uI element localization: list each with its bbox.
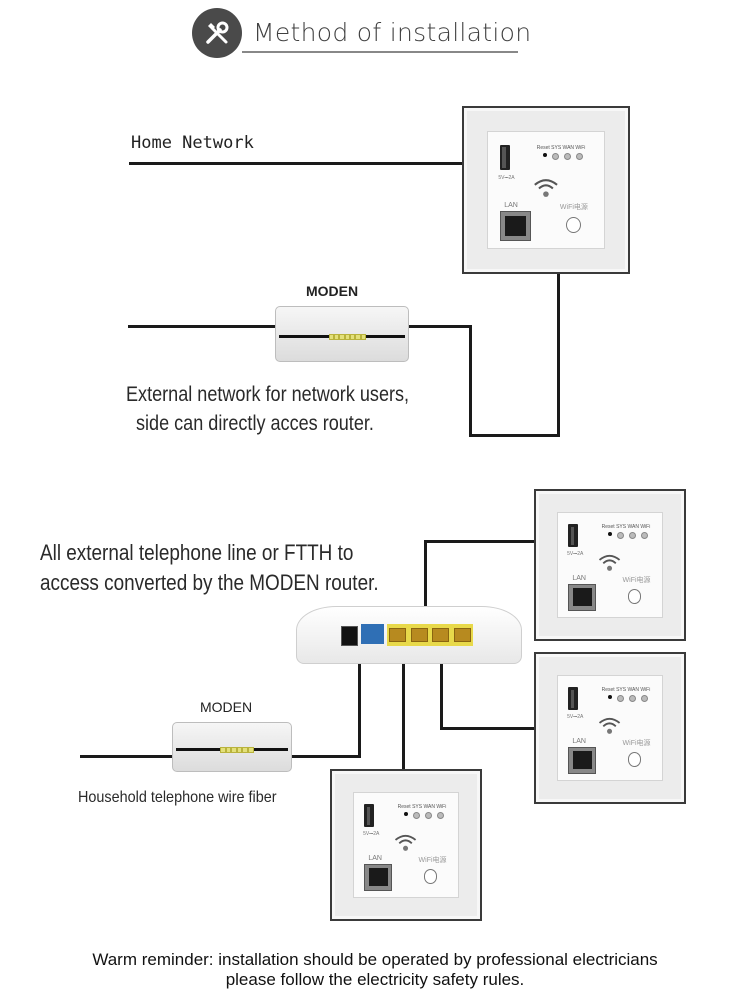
lan-label: LAN: [368, 855, 382, 863]
router-device: [296, 606, 522, 664]
wire-to-panel-3: [402, 662, 405, 770]
dc-power-port-icon: [341, 626, 358, 646]
wifi-power-label: WiFi电源: [418, 857, 447, 865]
wifi-power-button: [423, 869, 438, 884]
modem-out-wire: [409, 325, 471, 328]
usb-port-icon: [364, 804, 374, 828]
reset-label: Reset: [397, 804, 411, 811]
title-underline: [242, 51, 518, 53]
wifi-icon: [395, 835, 417, 852]
wan-led-icon: [563, 152, 571, 160]
usb-port-icon: [568, 687, 578, 711]
wifi-power-label: WiFi电源: [622, 740, 651, 748]
wifi-power-button: [565, 216, 581, 233]
wifi-power-label: WiFi电源: [559, 203, 588, 211]
lan-label: LAN: [572, 575, 586, 583]
panel-down-wire: [557, 274, 560, 437]
usb-port-icon: [499, 144, 510, 171]
footer-line2: please follow the electricity safety rul…: [225, 970, 525, 989]
home-network-wire: [129, 162, 464, 165]
usb-label: 5V⎓2A: [363, 831, 380, 838]
wire-router-port4: [440, 662, 443, 730]
led-labels: SYS WAN WiFi: [616, 524, 651, 531]
tools-icon: [192, 8, 242, 58]
modem-device-bottom: [172, 722, 292, 772]
wire-to-panel-2: [440, 727, 536, 730]
reset-hole-icon: [542, 152, 547, 157]
wifi-icon: [534, 179, 558, 197]
reset-label: Reset: [601, 687, 615, 694]
lan-label: LAN: [572, 738, 586, 746]
led-labels: SYS WAN WiFi: [412, 804, 447, 811]
wifi-power-button: [627, 752, 642, 767]
modem-down-wire: [469, 325, 472, 437]
wifi-icon: [599, 718, 621, 735]
wire-to-panel-1: [424, 540, 536, 543]
caption-bottom-line2: access converted by the MODEN router.: [40, 570, 379, 595]
wire-router-up: [424, 540, 427, 608]
panel-face: 5V⎓2A Reset SYS WAN WiFi LAN WiFi电源: [486, 130, 606, 250]
lan-port-icon: [364, 863, 393, 891]
external-wire: [128, 325, 275, 328]
caption-top-line2: side can directly acces router.: [136, 412, 374, 435]
wire-router-wan: [358, 662, 361, 758]
usb-label: 5V⎓2A: [567, 551, 584, 558]
status-leds: Reset SYS WAN WiFi: [537, 145, 601, 160]
led-labels: SYS WAN WiFi: [616, 687, 651, 694]
modem-device: [275, 306, 409, 362]
wifi-icon: [599, 555, 621, 572]
footer-line1: Warm reminder: installation should be op…: [92, 950, 658, 969]
wifi-led-icon: [575, 152, 583, 160]
modem-label: MODEN: [306, 283, 359, 299]
wall-panel-router: 5V⎓2A Reset SYS WAN WiFi LAN WiFi电源: [462, 106, 630, 274]
wifi-power-label: WiFi电源: [622, 577, 651, 585]
lan-label: LAN: [504, 201, 518, 209]
wall-panel-1: 5V⎓2A Reset SYS WAN WiFi LAN WiFi电源: [534, 489, 686, 641]
wifi-power-button: [627, 589, 642, 604]
wall-panel-3: 5V⎓2A Reset SYS WAN WiFi LAN WiFi电源: [330, 769, 482, 921]
led-labels: SYS WAN WiFi: [551, 144, 586, 151]
lan-port-icon: [568, 583, 597, 611]
lan-port-icon: [568, 746, 597, 774]
sys-led-icon: [551, 152, 559, 160]
lan-ports-icon: [387, 624, 473, 646]
usb-label: 5V⎓2A: [567, 714, 584, 721]
fiber-wire: [80, 755, 172, 758]
modem-label-bottom: MODEN: [200, 699, 253, 715]
caption-bottom-line1: All external telephone line or FTTH to: [40, 540, 354, 565]
fiber-label: Household telephone wire fiber: [78, 789, 277, 806]
usb-label: 5V⎓2A: [498, 174, 515, 181]
usb-port-icon: [568, 524, 578, 548]
reset-label: Reset: [601, 524, 615, 531]
wire-modem-to-router: [292, 755, 361, 758]
home-network-label: Home Network: [131, 133, 254, 153]
wan-port-icon: [361, 624, 384, 644]
caption-top-line1: External network for network users,: [126, 383, 410, 406]
reset-label: Reset: [536, 144, 550, 151]
wall-panel-2: 5V⎓2A Reset SYS WAN WiFi LAN WiFi电源: [534, 652, 686, 804]
lan-port-icon: [499, 210, 531, 242]
modem-bottom-wire: [469, 434, 560, 437]
page-title: Method of installation: [253, 18, 532, 47]
